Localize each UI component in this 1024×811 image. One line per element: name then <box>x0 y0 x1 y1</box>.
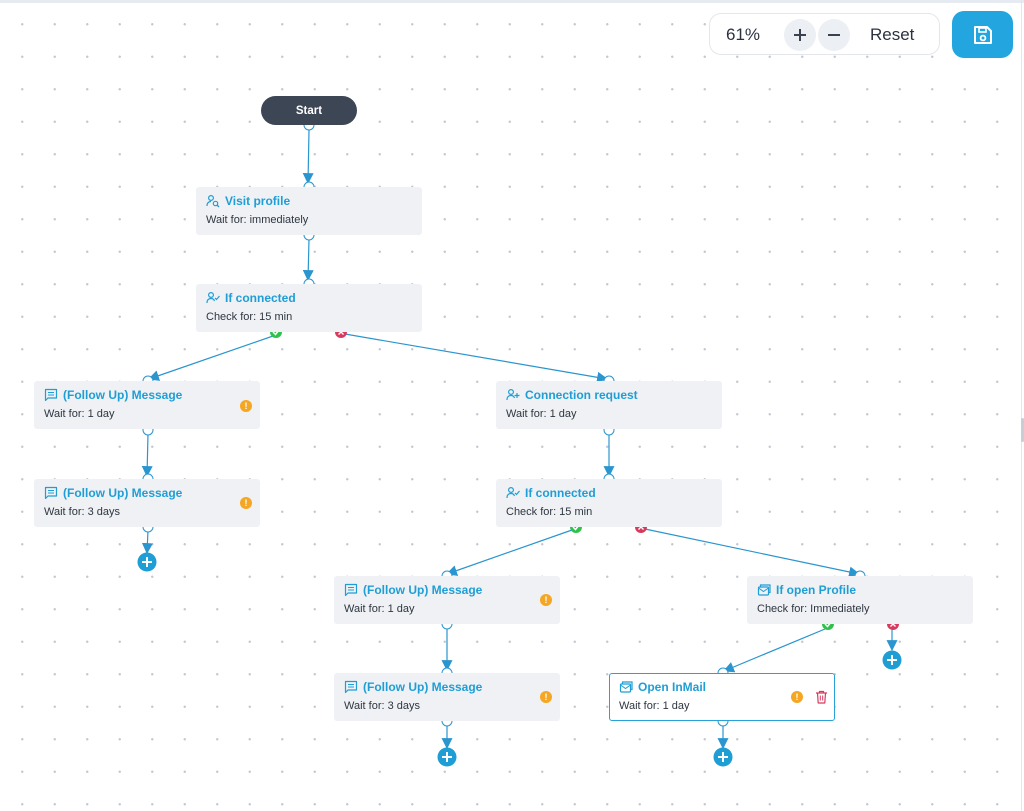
message-icon <box>344 583 358 597</box>
step-follow-up-message[interactable]: (Follow Up) Message Wait for: 1 day ! <box>334 576 560 624</box>
step-title: (Follow Up) Message <box>63 486 183 500</box>
step-follow-up-message[interactable]: (Follow Up) Message Wait for: 1 day ! <box>34 381 260 429</box>
connector-no-connection <box>344 333 609 383</box>
start-node[interactable]: Start <box>261 96 357 125</box>
warning-icon: ! <box>240 497 252 509</box>
step-follow-up-message[interactable]: (Follow Up) Message Wait for: 3 days ! <box>34 479 260 527</box>
top-border <box>0 0 1024 3</box>
message-icon <box>44 486 58 500</box>
minus-icon <box>828 34 840 36</box>
user-check-icon <box>206 291 220 304</box>
step-title: (Follow Up) Message <box>363 680 483 694</box>
step-follow-up-message[interactable]: (Follow Up) Message Wait for: 3 days ! <box>334 673 560 721</box>
user-check-icon <box>506 486 520 499</box>
connector-message1-message2 <box>141 433 153 478</box>
connector-yes-inmail <box>722 628 826 673</box>
trash-icon[interactable] <box>815 690 828 704</box>
zoom-toolbar: 61% Reset <box>709 13 940 55</box>
canvas-right-edge <box>1021 0 1022 811</box>
resize-handle[interactable] <box>1021 418 1024 442</box>
save-button[interactable] <box>952 11 1013 58</box>
step-title: (Follow Up) Message <box>363 583 483 597</box>
connector-no-ifopen <box>644 528 861 578</box>
connector-start-visit <box>302 129 314 185</box>
connector-message2-add <box>141 529 153 555</box>
step-title: Connection request <box>525 388 638 402</box>
step-subtitle: Wait for: 3 days <box>344 700 421 712</box>
step-subtitle: Wait for: 1 day <box>619 700 690 712</box>
step-visit-profile[interactable]: Visit profile Wait for: immediately <box>196 187 422 235</box>
user-plus-icon <box>506 388 520 401</box>
add-step-button[interactable] <box>437 747 457 767</box>
step-if-open-profile[interactable]: If open Profile Check for: Immediately <box>747 576 973 624</box>
plus-icon <box>794 29 806 41</box>
add-step-button[interactable] <box>882 650 902 670</box>
user-search-icon <box>206 194 220 208</box>
step-connection-request[interactable]: Connection request Wait for: 1 day <box>496 381 722 429</box>
step-title: If connected <box>525 486 596 500</box>
inmail-icon <box>757 584 771 596</box>
connector-yes-message <box>147 335 274 381</box>
step-subtitle: Wait for: 3 days <box>44 506 121 518</box>
add-step-button[interactable] <box>713 747 733 767</box>
floppy-disk-icon <box>973 25 992 44</box>
step-title: If connected <box>225 291 296 305</box>
add-step-button[interactable] <box>137 552 157 572</box>
message-icon <box>344 680 358 694</box>
reset-zoom-button[interactable]: Reset <box>870 25 915 44</box>
step-open-inmail[interactable]: Open InMail Wait for: 1 day ! <box>609 673 835 721</box>
warning-icon: ! <box>240 400 252 412</box>
step-subtitle: Wait for: 1 day <box>44 408 115 420</box>
step-subtitle: Wait for: 1 day <box>344 603 415 615</box>
step-title: Open InMail <box>638 680 707 694</box>
step-subtitle: Check for: 15 min <box>206 311 293 323</box>
step-subtitle: Wait for: immediately <box>206 214 309 226</box>
step-title: Visit profile <box>225 194 291 208</box>
inmail-icon <box>619 681 633 693</box>
warning-icon: ! <box>791 691 803 703</box>
step-subtitle: Wait for: 1 day <box>506 408 577 420</box>
step-if-connected[interactable]: If connected Check for: 15 min <box>196 284 422 332</box>
step-title: (Follow Up) Message <box>63 388 183 402</box>
step-title: If open Profile <box>776 583 857 597</box>
step-if-connected[interactable]: If connected Check for: 15 min <box>496 479 722 527</box>
zoom-out-button[interactable] <box>818 19 850 51</box>
warning-icon: ! <box>540 691 552 703</box>
connector-yes-message3 <box>445 529 573 576</box>
zoom-level: 61% <box>726 25 761 44</box>
zoom-in-button[interactable] <box>784 19 816 51</box>
connector-visit-ifconnected <box>302 238 314 282</box>
message-icon <box>44 388 58 402</box>
warning-icon: ! <box>540 594 552 606</box>
step-subtitle: Check for: 15 min <box>506 506 593 518</box>
step-subtitle: Check for: Immediately <box>757 603 870 615</box>
